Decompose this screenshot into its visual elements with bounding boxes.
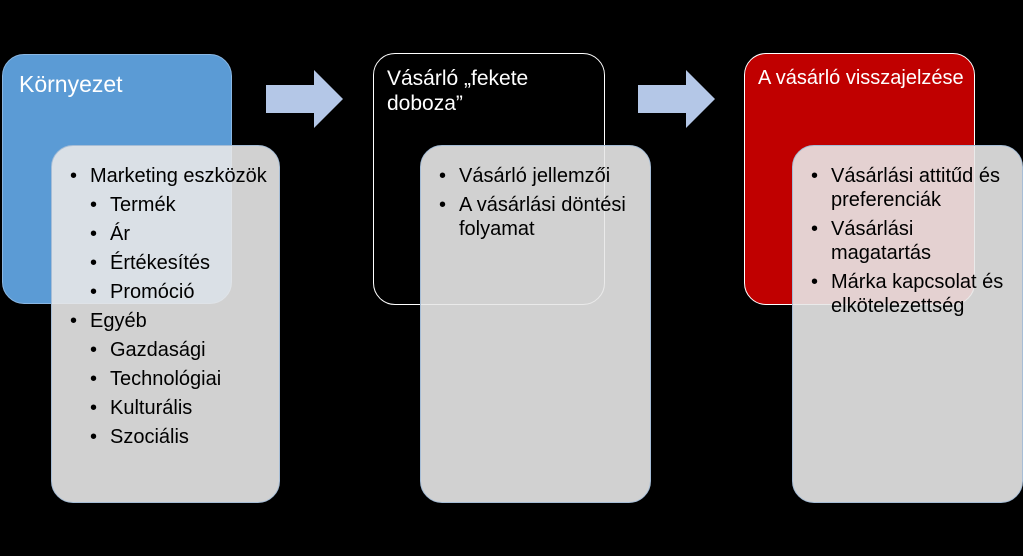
arrow-right-icon bbox=[638, 70, 715, 128]
arrow-right-icon bbox=[266, 70, 343, 128]
list-item: Kulturális bbox=[68, 396, 273, 420]
list-item: Termék bbox=[68, 193, 273, 217]
list-item: Vásárló jellemzői bbox=[437, 164, 644, 188]
black-box-list: Vásárló jellemzői A vásárlási döntési fol… bbox=[437, 164, 644, 241]
list-item: Promóció bbox=[68, 280, 273, 304]
list-item: Egyéb bbox=[68, 309, 273, 333]
list-item: Vásárlási magatartás bbox=[809, 217, 1016, 265]
list-item: A vásárlási döntési folyamat bbox=[437, 193, 644, 241]
list-item: Márka kapcsolat és elkötelezettség bbox=[809, 270, 1016, 318]
stage-black-box-title: Vásárló „fekete doboza” bbox=[387, 67, 529, 115]
feedback-card: Vásárlási attitűd és preferenciákVásárlá… bbox=[792, 145, 1023, 503]
list-item: Gazdasági bbox=[68, 338, 273, 362]
environment-list: Marketing eszközökTermékÁrÉrtékesítésPro… bbox=[68, 164, 273, 449]
stage-feedback-title: A vásárló visszajelzése bbox=[758, 67, 964, 89]
list-item: Szociális bbox=[68, 425, 273, 449]
list-item: Értékesítés bbox=[68, 251, 273, 275]
list-item: Technológiai bbox=[68, 367, 273, 391]
list-item: Marketing eszközök bbox=[68, 164, 273, 188]
list-item: Vásárlási attitűd és preferenciák bbox=[809, 164, 1016, 212]
stage-environment-title: Környezet bbox=[19, 71, 123, 97]
black-box-card: Vásárló jellemzői A vásárlási döntési fol… bbox=[420, 145, 651, 503]
feedback-list: Vásárlási attitűd és preferenciákVásárlá… bbox=[809, 164, 1016, 318]
environment-card: Marketing eszközökTermékÁrÉrtékesítésPro… bbox=[51, 145, 280, 503]
list-item: Ár bbox=[68, 222, 273, 246]
